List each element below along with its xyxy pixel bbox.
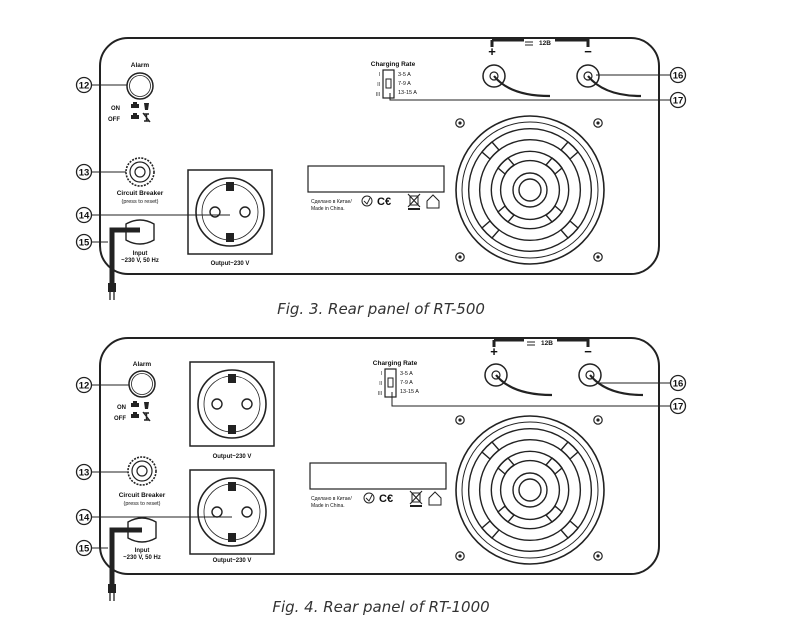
switch-on-icon [131,401,149,409]
callout-12: 12 [75,376,93,394]
switch-off-icon [131,411,151,422]
svg-text:16: 16 [673,379,684,390]
output-label: Output~230 V [213,454,252,460]
rate-option: 13-15 A [398,90,417,96]
power-cord [108,527,142,601]
callout-17: 17 [669,91,687,109]
callout-16: 16 [669,374,687,392]
switch-off-icon [131,112,151,123]
input-rating: ~230 V, 50 Hz [121,258,159,264]
rate-option: 7-9 A [400,380,413,386]
label-plate [309,462,447,490]
plus-mark: + [490,344,498,359]
switch-on-icon [131,102,149,110]
output-socket-upper [189,361,275,447]
alarm-off-label: OFF [114,416,126,422]
switch-mark-3: III [376,92,380,98]
breaker-sublabel: (press to reset) [122,199,159,205]
charging-rate-label: Charging Rate [373,360,418,367]
switch-mark-3: III [378,391,382,397]
callout-13: 13 [75,163,93,181]
charging-rate-label: Charging Rate [371,61,416,68]
output-socket-lower [189,469,275,555]
alarm-on-label: ON [117,405,126,411]
alarm-button [126,72,154,100]
charging-rate-switch[interactable] [382,69,395,99]
power-cord [108,227,140,300]
made-in-label-ru: Сделано в Китае/ [311,496,352,502]
label-plate [307,165,445,193]
alarm-button [128,370,156,398]
cert-icon [361,195,373,207]
svg-text:12: 12 [79,381,90,392]
svg-text:15: 15 [79,238,90,249]
battery-cable [495,374,553,397]
input-label: Input [133,251,148,257]
switch-mark-2: II [379,381,382,387]
weee-bin-icon [409,490,423,507]
charging-rate-switch[interactable] [384,368,397,398]
callout-16: 16 [669,66,687,84]
alarm-label: Alarm [131,62,150,69]
battery-voltage: 12B [541,340,553,347]
circuit-breaker [125,157,155,187]
battery-cable [587,75,642,98]
callout-17: 17 [669,397,687,415]
svg-text:17: 17 [673,402,684,413]
figure-caption: Fig. 3. Rear panel of RT-500 [277,300,485,318]
switch-mark-1: I [379,72,380,78]
switch-mark-2: II [377,82,380,88]
breaker-sublabel: (press to reset) [124,501,161,507]
alarm-on-label: ON [111,106,120,112]
input-rating: ~230 V, 50 Hz [123,555,161,561]
made-in-label-ru: Сделано в Китае/ [311,199,352,205]
ce-mark: C€ [379,493,393,505]
callout-14: 14 [75,206,93,224]
minus-mark: − [584,44,592,59]
output-socket [187,169,273,255]
minus-mark: − [584,344,592,359]
svg-text:16: 16 [673,71,684,82]
weee-bin-icon [407,193,421,210]
callout-14: 14 [75,508,93,526]
plus-mark: + [488,44,496,59]
made-in-label-en: Made in China. [311,206,345,212]
rate-option: 3-5 A [398,72,411,78]
svg-text:14: 14 [79,211,90,222]
rate-option: 3-5 A [400,371,413,377]
battery-cable [493,75,551,98]
alarm-label: Alarm [133,361,152,368]
panel-rt1000: Alarm ON OFF Circuit Breaker (press to r… [75,337,687,616]
svg-text:13: 13 [79,168,90,179]
callout-15: 15 [75,233,93,251]
battery-cable [589,374,644,397]
input-label: Input [135,548,150,554]
svg-text:14: 14 [79,513,90,524]
rate-option: 13-15 A [400,389,419,395]
circuit-breaker [127,456,157,486]
panel-rt500: Alarm ON OFF Circuit Breaker (press to r… [75,37,687,318]
alarm-off-label: OFF [108,117,120,123]
battery-voltage: 12B [539,40,551,47]
made-in-label-en: Made in China. [311,503,345,509]
svg-text:17: 17 [673,96,684,107]
svg-text:12: 12 [79,81,90,92]
callout-15: 15 [75,539,93,557]
callout-12: 12 [75,76,93,94]
cert-icon [363,492,375,504]
breaker-label: Circuit Breaker [117,190,164,197]
breaker-label: Circuit Breaker [119,492,166,499]
ce-mark: C€ [377,196,391,208]
svg-text:13: 13 [79,468,90,479]
rate-option: 7-9 A [398,81,411,87]
figure-caption: Fig. 4. Rear panel of RT-1000 [272,598,489,616]
indoor-use-icon [426,194,440,209]
callout-13: 13 [75,463,93,481]
svg-text:15: 15 [79,544,90,555]
output-label: Output~230 V [211,261,250,267]
indoor-use-icon [428,491,442,506]
output-label: Output~230 V [213,558,252,564]
switch-mark-1: I [381,371,382,377]
